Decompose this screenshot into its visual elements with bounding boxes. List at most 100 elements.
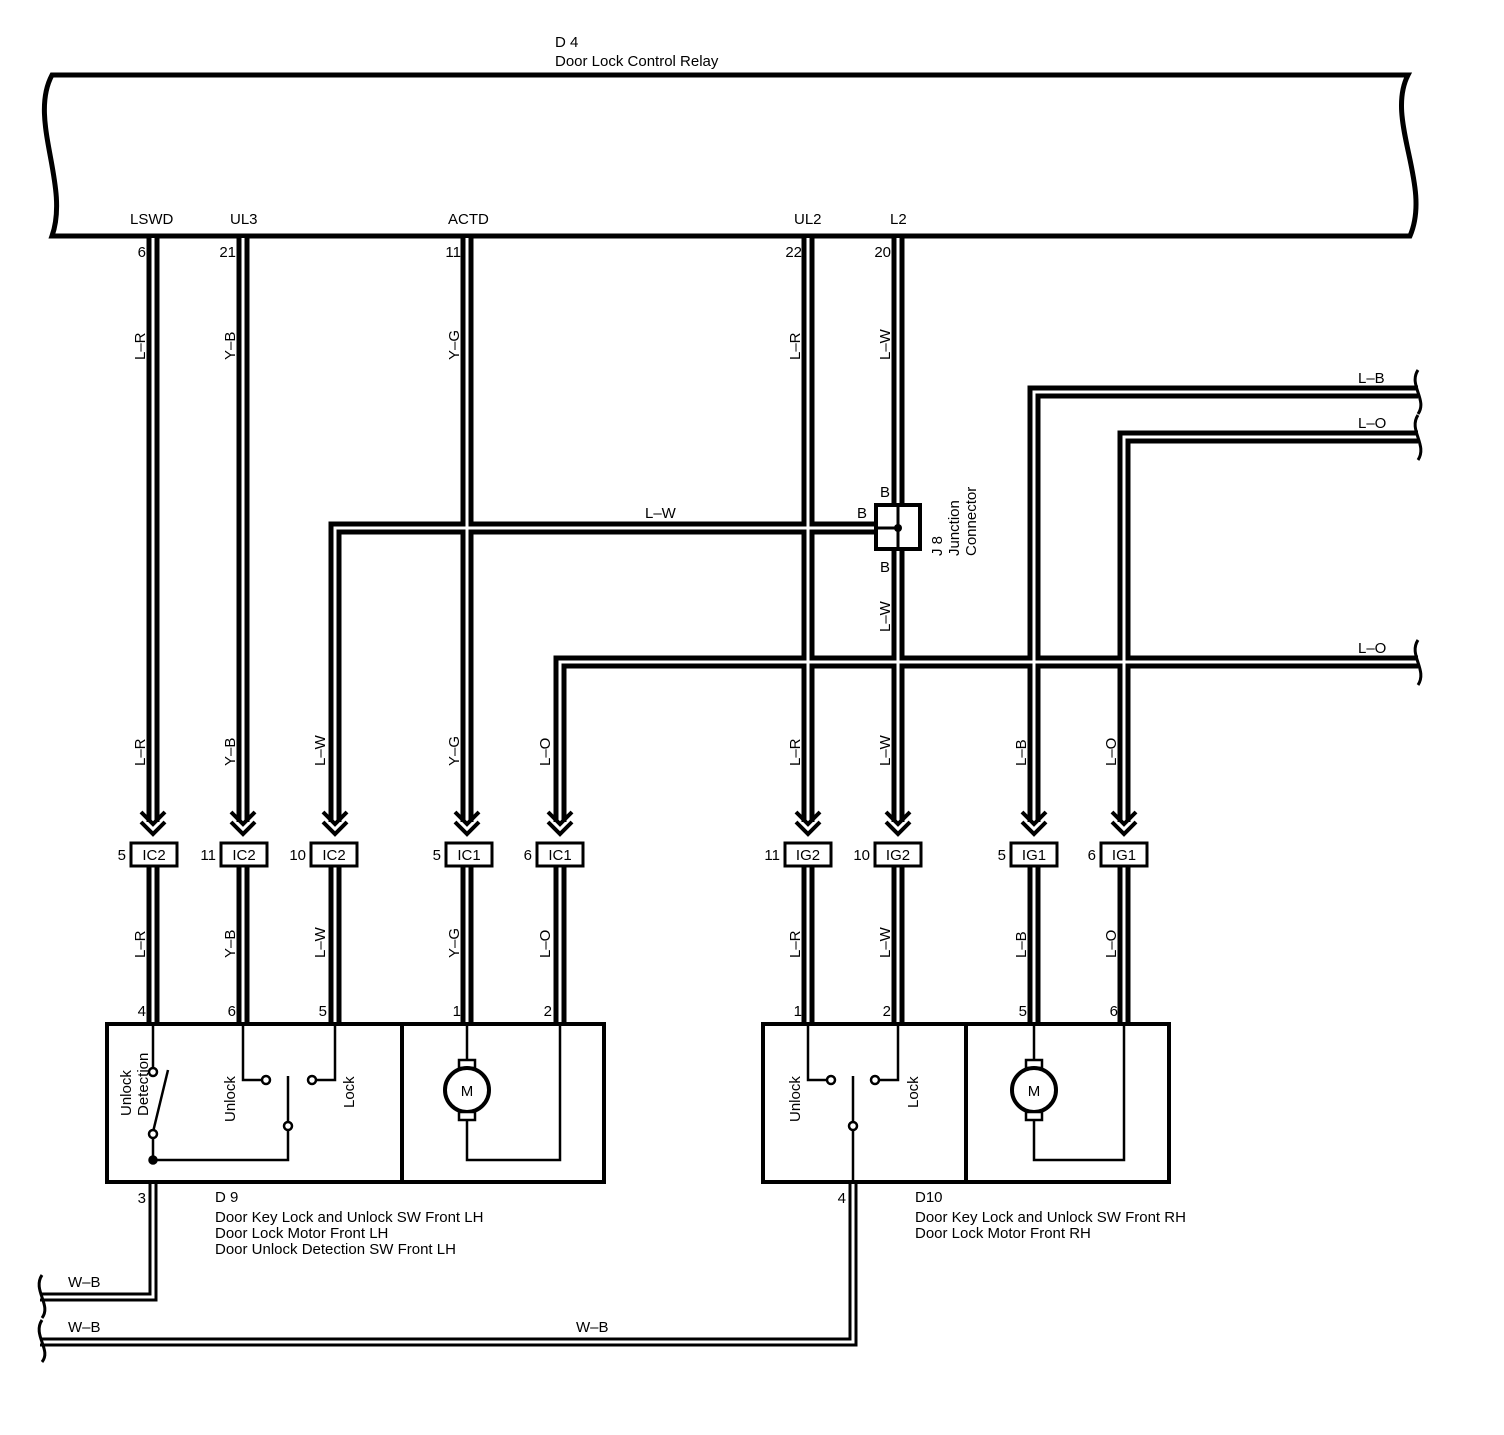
- junction-connector-j8: B B B J 8 Junction Connector: [857, 484, 980, 576]
- d10-pin: 4: [838, 1190, 846, 1207]
- connector-ig1-6: IG1 6: [1088, 841, 1149, 868]
- d9-label-unlock-detection: Unlock: [118, 1070, 135, 1116]
- wire-break-marks: [37, 369, 1423, 1363]
- svg-text:10: 10: [853, 847, 870, 864]
- d9-pin: 1: [453, 1003, 461, 1020]
- wire-label: L–R: [787, 332, 804, 360]
- svg-text:IC2: IC2: [232, 847, 255, 864]
- wire-label: L–R: [787, 738, 804, 766]
- wire-label: L–W: [877, 328, 894, 360]
- wire-label: Y–G: [446, 736, 463, 766]
- relay-pin-20: 20: [874, 244, 891, 261]
- svg-text:6: 6: [524, 847, 532, 864]
- wire-label: W–B: [68, 1274, 101, 1291]
- svg-text:10: 10: [289, 847, 306, 864]
- wire-label: L–W: [877, 600, 894, 632]
- d10-label-lock: Lock: [905, 1076, 922, 1108]
- d10-pin: 5: [1019, 1003, 1027, 1020]
- svg-text:IC1: IC1: [457, 847, 480, 864]
- d9-label-unlock-detection: Detection: [135, 1053, 152, 1116]
- wire-label: Y–B: [222, 738, 239, 766]
- d9-name: Door Key Lock and Unlock SW Front LH: [215, 1209, 483, 1226]
- d10-label-unlock: Unlock: [787, 1076, 804, 1122]
- connector-ic1-6: IC1 6: [524, 841, 585, 868]
- d9-name: Door Lock Motor Front LH: [215, 1225, 388, 1242]
- relay-pin-6: 6: [138, 244, 146, 261]
- component-d10: 1 2 5 6 4 Unlock Lock M D10 Door Key Loc…: [761, 1003, 1186, 1242]
- relay-terminal-ul2: UL2: [794, 211, 822, 228]
- wire-label: L–W: [645, 505, 677, 522]
- wires: [40, 238, 1418, 1347]
- relay-pin-22: 22: [785, 244, 802, 261]
- svg-text:IG1: IG1: [1022, 847, 1046, 864]
- wire-label: W–B: [576, 1319, 609, 1336]
- wire-label: L–O: [1103, 930, 1120, 958]
- junction-pin-left: B: [857, 505, 867, 522]
- junction-id: J 8: [929, 536, 946, 556]
- d10-name: Door Lock Motor Front RH: [915, 1225, 1091, 1242]
- wire-color-labels: L–R Y–B Y–G L–R L–W L–W L–W L–B L–O L–O …: [68, 328, 1386, 1336]
- connector-ic2-10: IC2 10: [289, 841, 359, 868]
- relay-pin-11: 11: [445, 244, 461, 261]
- d9-id: D 9: [215, 1189, 238, 1206]
- wire-label: L–O: [1358, 640, 1386, 657]
- d10-lock-unlock-switch: [806, 1024, 1126, 1184]
- connector-arrows: [139, 810, 1138, 837]
- d9-unlock-detection-switch: [147, 1024, 562, 1165]
- d9-box: [105, 1022, 606, 1184]
- wire-label: L–B: [1358, 370, 1385, 387]
- wire-label: Y–G: [446, 928, 463, 958]
- connector-ic1-5: IC1 5: [433, 841, 494, 868]
- relay-body: [41, 72, 1419, 239]
- wire-label: L–R: [787, 930, 804, 958]
- junction-pin-bottom: B: [880, 559, 890, 576]
- component-d9: 4 6 5 1 2 3 Unlock Detec: [105, 1003, 606, 1258]
- d10-pin: 2: [883, 1003, 891, 1020]
- connector-boxes: IC2 5 IC2 11 IC2 10 IC1 5 IC1 6 IG2 11: [118, 841, 1149, 868]
- d9-label-unlock: Unlock: [222, 1076, 239, 1122]
- svg-text:11: 11: [200, 847, 216, 864]
- relay-terminal-ul3: UL3: [230, 211, 258, 228]
- d9-pin: 4: [138, 1003, 146, 1020]
- d9-pin: 6: [228, 1003, 236, 1020]
- relay-terminal-actd: ACTD: [448, 211, 489, 228]
- svg-text:6: 6: [1088, 847, 1096, 864]
- svg-text:IG2: IG2: [796, 847, 820, 864]
- d9-pin: 3: [138, 1190, 146, 1207]
- wire-label: W–B: [68, 1319, 101, 1336]
- relay-terminal-l2: L2: [890, 211, 907, 228]
- wire-label: L–B: [1013, 739, 1030, 766]
- d10-name: Door Key Lock and Unlock SW Front RH: [915, 1209, 1186, 1226]
- connector-ig2-10: IG2 10: [853, 841, 923, 868]
- svg-text:IC2: IC2: [142, 847, 165, 864]
- svg-text:IG1: IG1: [1112, 847, 1136, 864]
- wire-label: Y–G: [446, 330, 463, 360]
- relay-terminal-lswd: LSWD: [130, 211, 174, 228]
- junction-name-1: Junction: [946, 500, 963, 556]
- relay-id: D 4: [555, 34, 578, 51]
- relay-d4: D 4 Door Lock Control Relay LSWD UL3 ACT…: [41, 34, 1419, 261]
- connector-ig2-11: IG2 11: [764, 841, 833, 868]
- relay-pin-21: 21: [219, 244, 236, 261]
- d10-pin: 1: [794, 1003, 802, 1020]
- wire-label: L–O: [537, 930, 554, 958]
- wire-label: Y–B: [222, 930, 239, 958]
- svg-text:5: 5: [998, 847, 1006, 864]
- d9-motor-label: M: [461, 1083, 474, 1100]
- svg-text:IC2: IC2: [322, 847, 345, 864]
- wire-label: L–W: [312, 926, 329, 958]
- svg-text:11: 11: [764, 847, 780, 864]
- d10-pin: 6: [1110, 1003, 1118, 1020]
- connector-ic2-11: IC2 11: [200, 841, 269, 868]
- wire-label: L–O: [537, 738, 554, 766]
- d9-label-lock: Lock: [341, 1076, 358, 1108]
- d10-id: D10: [915, 1189, 943, 1206]
- wire-label: Y–B: [222, 332, 239, 360]
- wire-label: L–R: [132, 332, 149, 360]
- wire-label: L–W: [312, 734, 329, 766]
- connector-ic2-5: IC2 5: [118, 841, 179, 868]
- wire-label: L–O: [1103, 738, 1120, 766]
- connector-ig1-5: IG1 5: [998, 841, 1059, 868]
- relay-name: Door Lock Control Relay: [555, 53, 719, 70]
